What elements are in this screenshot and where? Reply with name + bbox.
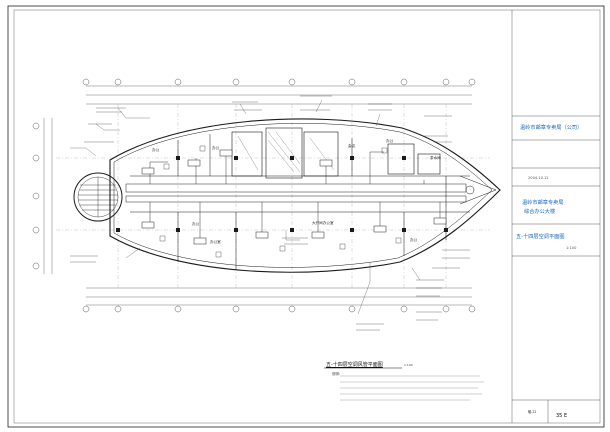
- left-grid-axes: [32, 122, 40, 270]
- building-outline-inner: [113, 123, 493, 268]
- diffusers: [159, 145, 402, 258]
- drawing-title: 五-十四层空调平面图: [516, 234, 565, 240]
- room-label: 大开间办公室: [312, 221, 334, 225]
- stair-tower: [73, 172, 123, 222]
- notes-heading: 说明：: [332, 372, 343, 376]
- annotation-leaders: [70, 99, 452, 315]
- building-outline: [109, 118, 501, 273]
- room-label: 会议: [348, 144, 356, 148]
- project-name-line1: 温岭市邮章专卖局: [522, 200, 564, 206]
- annotation-tag-bars: [70, 95, 470, 331]
- top-dimension-lines: [86, 85, 472, 105]
- company-name: 温岭市邮章专卖局（公司）: [520, 125, 583, 131]
- date-label: 2004.10.12: [528, 176, 549, 180]
- room-label: 办公: [212, 146, 220, 150]
- project-name-line2: 综合办公大楼: [524, 209, 556, 215]
- duct-branches: [149, 150, 441, 244]
- partitions: [177, 134, 447, 270]
- room-label: 办公室: [210, 240, 221, 244]
- hvac-main-duct: [125, 183, 467, 203]
- sheet-number: 35 E: [556, 413, 568, 419]
- top-grid-axes: [82, 78, 476, 86]
- bottom-grid-axes: [82, 305, 476, 313]
- inner-frame: [13, 9, 601, 424]
- bottom-dimension-lines: [86, 287, 472, 306]
- room-label: 办公: [192, 222, 200, 226]
- fan-coil-units: [141, 149, 447, 245]
- room-label: 办公: [386, 139, 394, 143]
- core-walls: [130, 127, 470, 213]
- structural-columns: [116, 156, 448, 232]
- room-label: 茶水间: [430, 156, 441, 160]
- left-dimension-lines: [43, 118, 53, 274]
- title-block: [511, 10, 600, 423]
- notes-lines: [340, 375, 484, 401]
- title-block-scale: 1:100: [566, 246, 577, 250]
- room-label: 办公: [152, 148, 160, 152]
- outer-frame: [7, 5, 605, 428]
- sheet-label: 暖-22: [528, 410, 537, 414]
- plan-title: 五-十四层空调风管平面图: [326, 362, 383, 368]
- room-label: 办公: [410, 238, 418, 242]
- plan-scale: 1:100: [404, 363, 413, 367]
